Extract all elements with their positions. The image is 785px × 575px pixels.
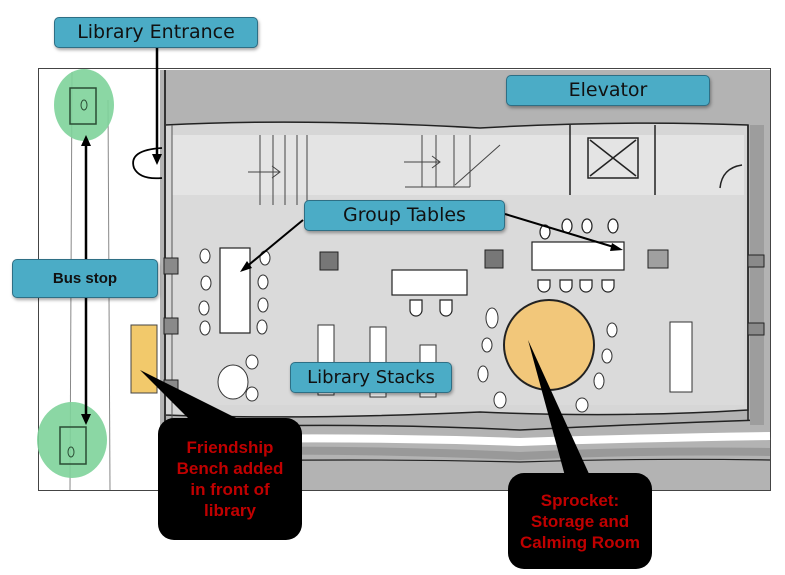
sprocket-callout-text: Sprocket: Storage and Calming Room <box>520 490 640 552</box>
stairs-right <box>404 135 501 188</box>
tree-top <box>54 69 114 141</box>
arrow-head-down <box>81 414 91 425</box>
friendship-bench-callout: Friendship Bench added in front of libra… <box>158 418 302 540</box>
bus-stop-label: Bus stop <box>12 259 158 298</box>
group-tables-arrow-left <box>244 219 304 269</box>
tree-bottom <box>37 402 107 478</box>
bench-callout-pointer <box>140 370 240 420</box>
elevator-label: Elevator <box>506 75 710 106</box>
entrance-door <box>132 147 163 180</box>
group-table-center <box>391 269 468 317</box>
library-entrance-label: Library Entrance <box>54 17 258 48</box>
group-table-left <box>198 247 271 336</box>
friendship-bench-callout-text: Friendship Bench added in front of libra… <box>176 438 284 520</box>
elevator-core <box>569 125 743 195</box>
top-corridor <box>172 135 744 195</box>
group-tables-arrow-right <box>504 213 618 249</box>
sprocket-callout: Sprocket: Storage and Calming Room <box>508 473 652 569</box>
group-tables-label: Group Tables <box>304 200 505 231</box>
group-table-right <box>531 218 625 293</box>
sprocket-callout-pointer <box>528 340 590 476</box>
right-wall <box>750 125 764 425</box>
arrow-head-up <box>81 135 91 146</box>
round-table-left <box>217 354 259 402</box>
stairs-left <box>248 135 308 205</box>
library-stacks-label: Library Stacks <box>290 362 452 393</box>
